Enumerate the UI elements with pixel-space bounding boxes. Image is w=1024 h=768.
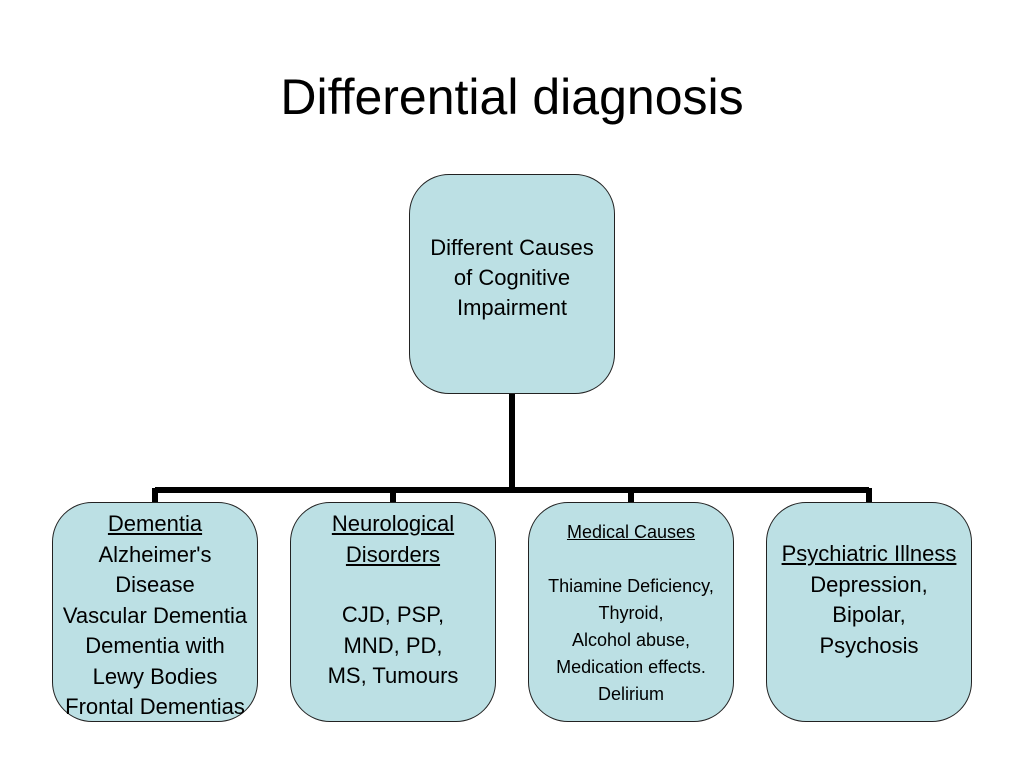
- node-line: CJD, PSP,: [341, 602, 445, 627]
- node-neurological-disorders: Neurological Disorders CJD, PSP, MND, PD…: [290, 502, 496, 722]
- root-line: of Cognitive: [453, 265, 571, 290]
- node-line: Frontal Dementias: [65, 694, 245, 719]
- node-heading: Dementia: [107, 511, 203, 536]
- node-line: Depression,: [810, 571, 928, 597]
- root-line: Different Causes: [430, 235, 594, 260]
- node-medical-causes: Medical Causes Thiamine Deficiency, Thyr…: [528, 502, 734, 722]
- node-line: Bipolar,: [832, 602, 906, 627]
- root-node-cognitive-impairment: Different Causes of Cognitive Impairment: [409, 174, 615, 394]
- node-line: Thyroid,: [598, 603, 664, 623]
- node-line: Alzheimer's: [98, 541, 212, 567]
- node-heading: Disorders: [345, 541, 441, 567]
- node-heading: Medical Causes: [566, 522, 696, 542]
- node-line: Lewy Bodies: [92, 663, 218, 689]
- node-line: Disease: [115, 572, 195, 597]
- node-line: Psychosis: [819, 632, 919, 658]
- node-line: Medication effects.: [556, 657, 706, 677]
- node-line: Thiamine Deficiency,: [548, 576, 714, 596]
- node-line: MS, Tumours: [327, 663, 459, 688]
- node-heading: Neurological: [331, 511, 455, 536]
- node-dementia: Dementia Alzheimer's Disease Vascular De…: [52, 502, 258, 722]
- node-line: Vascular Dementia: [62, 602, 248, 628]
- slide-title: Differential diagnosis: [280, 69, 744, 125]
- node-heading: Psychiatric Illness: [781, 541, 957, 566]
- node-line: Dementia with: [85, 633, 225, 658]
- node-line: Delirium: [597, 684, 664, 704]
- node-line: Alcohol abuse,: [571, 630, 691, 650]
- node-line: MND, PD,: [343, 632, 443, 658]
- root-line: Impairment: [456, 295, 568, 320]
- node-psychiatric-illness: Psychiatric Illness Depression, Bipolar,…: [766, 502, 972, 722]
